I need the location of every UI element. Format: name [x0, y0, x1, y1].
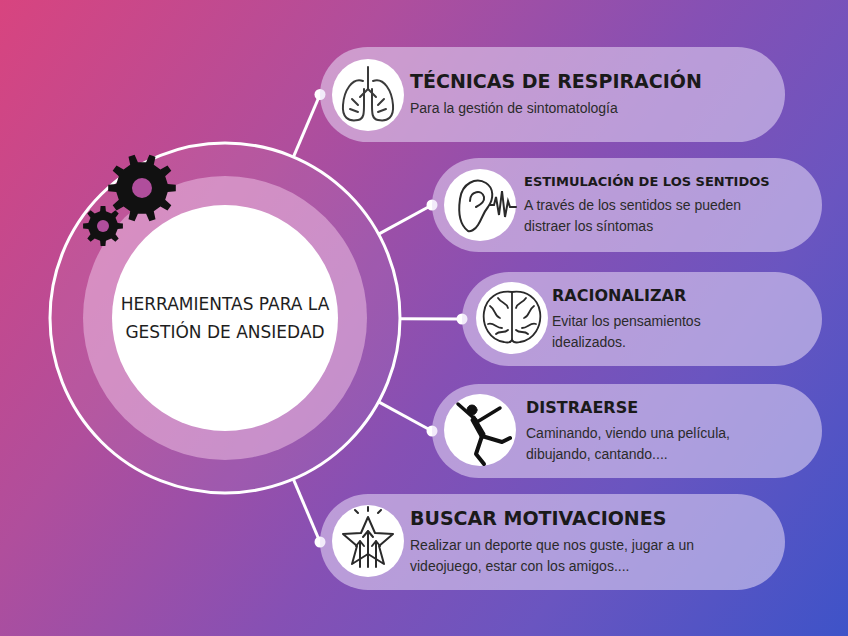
gear [108, 155, 176, 221]
middle-ring [83, 176, 367, 460]
pill-description: Evitar los pensamientos idealizados. [552, 311, 722, 353]
gears-icon [83, 155, 176, 246]
connector-line [400, 317, 462, 320]
connector-line [293, 95, 320, 157]
pill-text-group: BUSCAR MOTIVACIONES Realizar un deporte q… [410, 507, 755, 577]
brain-icon [476, 282, 548, 354]
ear-icon [444, 169, 516, 241]
connector-line [379, 205, 432, 234]
connector-group [379, 200, 438, 235]
gear-hole [97, 220, 109, 232]
dancer-icon [444, 394, 516, 466]
pill-text-group: ESTIMULACIÓN DE LOS SENTIDOS A través de … [524, 174, 786, 237]
connector-line [293, 479, 320, 542]
pill-text-group: DISTRAERSE Caminando, viendo una película… [526, 398, 781, 465]
tool-pill: ESTIMULACIÓN DE LOS SENTIDOS A través de … [432, 158, 822, 252]
outer-ring [50, 143, 400, 493]
tool-pill: DISTRAERSE Caminando, viendo una película… [432, 384, 822, 478]
star-arrows-icon [332, 505, 404, 577]
connector-group [379, 402, 438, 437]
connector-group [400, 314, 468, 325]
pill-heading: TÉCNICAS DE RESPIRACIÓN [410, 70, 702, 92]
tool-pill: BUSCAR MOTIVACIONES Realizar un deporte q… [320, 494, 785, 590]
pill-heading: DISTRAERSE [526, 398, 781, 417]
pill-text-group: TÉCNICAS DE RESPIRACIÓN Para la gestión d… [410, 70, 702, 119]
pill-description: Caminando, viendo una película, dibujand… [526, 423, 781, 465]
connector-line [379, 402, 432, 431]
pill-description: A través de los sentidos se pueden distr… [524, 195, 786, 237]
tool-pill: RACIONALIZAR Evitar los pensamientos idea… [462, 272, 822, 366]
pill-heading: BUSCAR MOTIVACIONES [410, 507, 755, 529]
central-circle: HERRAMIENTAS PARA LA GESTIÓN DE ANSIEDAD [50, 143, 400, 493]
lungs-icon [332, 59, 404, 131]
pill-heading: ESTIMULACIÓN DE LOS SENTIDOS [524, 174, 786, 189]
central-title: HERRAMIENTAS PARA LA GESTIÓN DE ANSIEDAD [115, 290, 335, 346]
inner-disc [112, 205, 338, 431]
gear-hole [132, 178, 152, 198]
pill-description: Realizar un deporte que nos guste, jugar… [410, 535, 755, 577]
tool-pill: TÉCNICAS DE RESPIRACIÓN Para la gestión d… [320, 47, 785, 142]
pill-text-group: RACIONALIZAR Evitar los pensamientos idea… [552, 286, 722, 353]
gear [83, 206, 123, 246]
pill-heading: RACIONALIZAR [552, 286, 722, 305]
pill-description: Para la gestión de sintomatología [410, 98, 702, 119]
